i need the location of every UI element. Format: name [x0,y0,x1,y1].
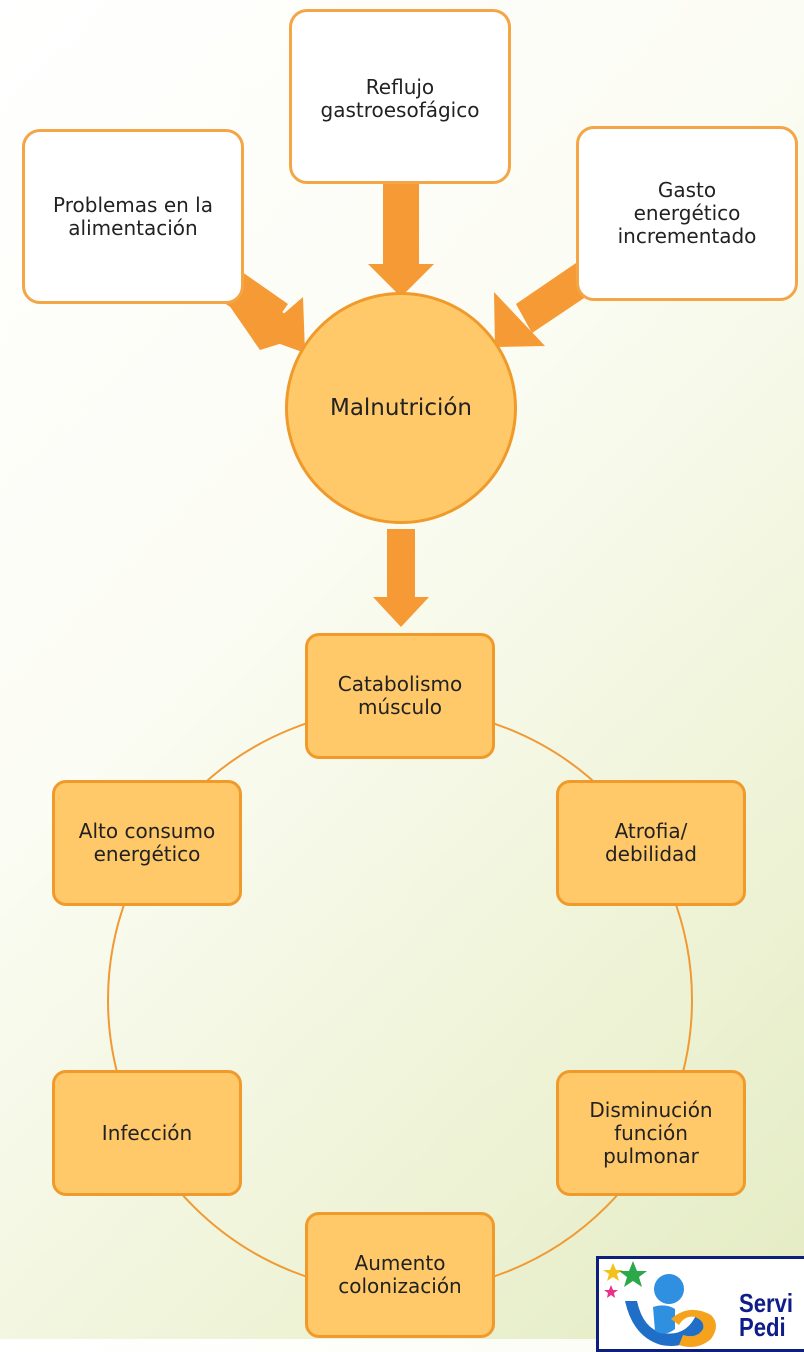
logo-wordmark: Servi Pedi [739,1288,794,1342]
arrow-left-to-center-head [258,297,305,353]
cycle-node-infection: Infección [52,1070,242,1196]
cause-feeding-problems-label: Problemas en la alimentación [53,192,213,240]
cycle-node-catabolism: Catabolismo músculo [305,633,495,759]
arrow-top-to-center [368,176,434,297]
cause-reflux-label: Reflujo gastroesofágico [320,75,480,122]
arrow-center-to-cycle [373,529,429,627]
cycle-node-infection-label: Infección [101,1120,193,1145]
cycle-node-catabolism-label: Catabolismo músculo [337,672,463,719]
cause-feeding-problems: Problemas en la alimentación [22,129,244,304]
cycle-node-colonization: Aumento colonización [305,1212,495,1338]
arrow-right-to-center-head [494,292,545,347]
cycle-node-atrophy-label: Atrofia/ debilidad [604,819,697,866]
logo-line-2: Pedi [739,1312,786,1342]
cause-energy-expenditure-label: Gasto energético incrementado [617,178,757,248]
malnutrition-label: Malnutrición [329,395,473,421]
cycle-node-lung-function: Disminución función pulmonar [556,1070,746,1196]
cycle-node-atrophy: Atrofia/ debilidad [556,780,746,906]
cycle-node-colonization-label: Aumento colonización [338,1251,462,1298]
cause-energy-expenditure: Gasto energético incrementado [576,126,798,301]
cycle-node-lung-function-label: Disminución función pulmonar [589,1097,713,1168]
logo-line-1: Servi [739,1288,794,1318]
logo-emblem-icon [603,1261,716,1347]
cause-reflux: Reflujo gastroesofágico [289,9,511,184]
cycle-node-energy-consumption: Alto consumo energético [52,780,242,906]
cycle-node-energy-consumption-label: Alto consumo energético [78,819,216,866]
malnutrition-node: Malnutrición [285,292,517,524]
service-logo: Servi Pedi [596,1256,804,1352]
